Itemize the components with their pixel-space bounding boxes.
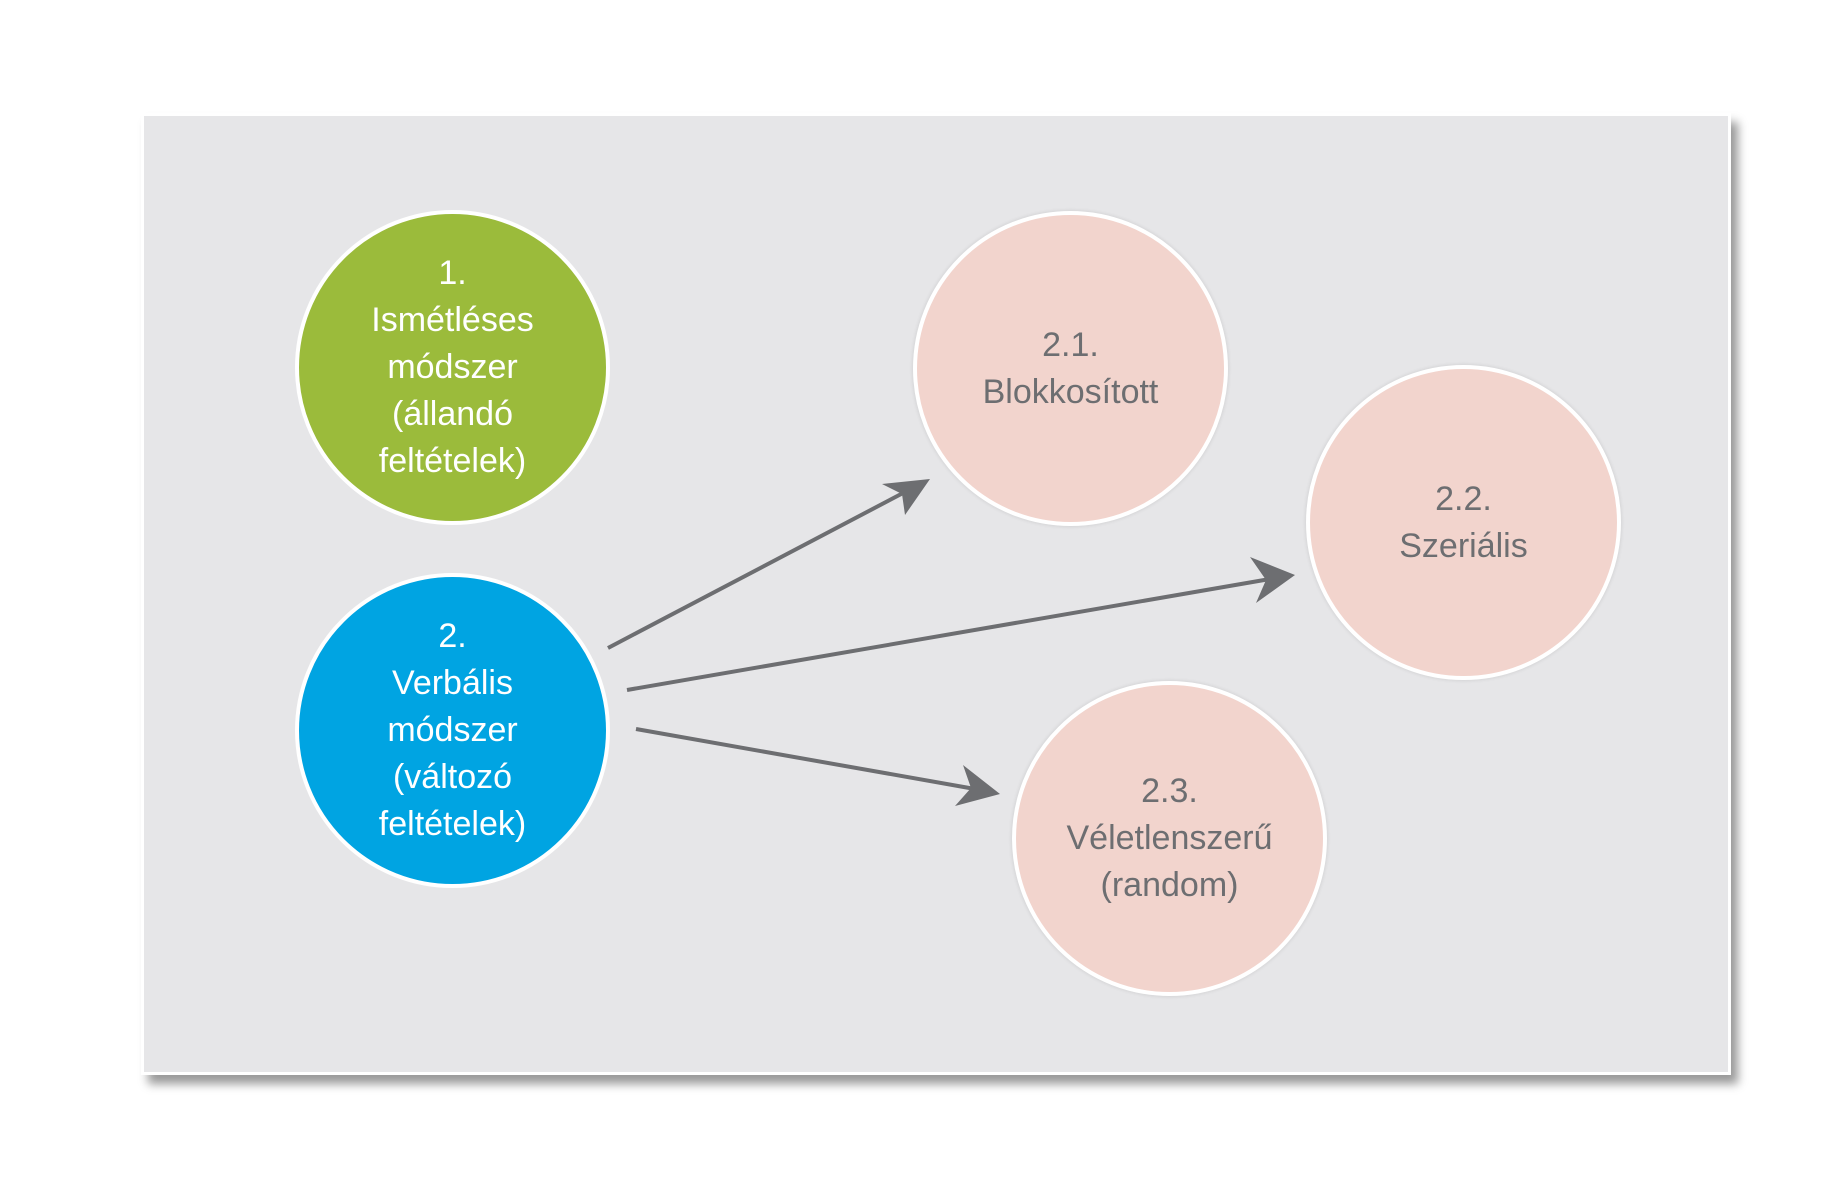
node-number: 2.3. bbox=[1141, 772, 1198, 810]
node-method-2-1: 2.1. Blokkosított bbox=[913, 211, 1228, 526]
node-label-line: Verbális bbox=[392, 664, 513, 702]
node-label-line: (változó bbox=[392, 758, 513, 796]
node-method-1: 1. Ismétléses módszer (állandó feltétele… bbox=[295, 210, 610, 525]
node-method-2: 2. Verbális módszer (változó feltételek) bbox=[295, 573, 610, 888]
node-label-line: módszer bbox=[387, 711, 518, 749]
node-number: 2.1. bbox=[1042, 325, 1099, 364]
node-number: 2. bbox=[438, 617, 467, 655]
node-method-2-2: 2.2. Szeriális bbox=[1306, 365, 1621, 680]
node-label-line: Szeriális bbox=[1399, 526, 1528, 565]
node-label-line: (állandó bbox=[392, 395, 513, 433]
node-label-line: Blokkosított bbox=[982, 372, 1159, 411]
arrowhead-2-3 bbox=[955, 765, 1000, 806]
node-method-2-3: 2.3. Véletlenszerű (random) bbox=[1012, 681, 1327, 996]
node-label-line: (random) bbox=[1100, 866, 1239, 904]
node-number: 1. bbox=[438, 254, 467, 292]
arrow-to-2-3 bbox=[635, 727, 976, 791]
node-label-line: Véletlenszerű bbox=[1066, 819, 1273, 857]
node-label-line: feltételek) bbox=[378, 805, 527, 843]
arrowhead-2-1 bbox=[882, 479, 930, 515]
node-label-line: módszer bbox=[387, 348, 518, 386]
arrowhead-2-2 bbox=[1250, 557, 1295, 603]
node-label-line: Ismétléses bbox=[371, 301, 534, 339]
node-label-line: feltételek) bbox=[378, 442, 527, 480]
arrow-to-2-1 bbox=[607, 490, 906, 650]
arrow-to-2-2 bbox=[626, 577, 1271, 692]
node-number: 2.2. bbox=[1435, 479, 1492, 518]
